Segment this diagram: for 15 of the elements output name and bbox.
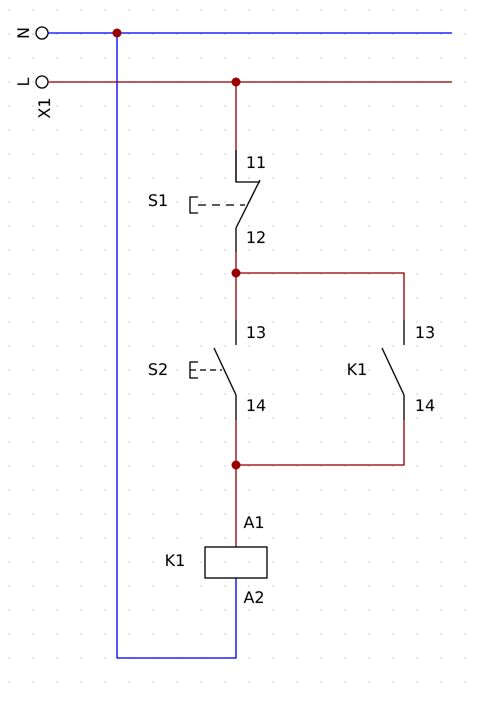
contact-number: 12 — [246, 230, 266, 246]
contact-number: 11 — [246, 155, 266, 171]
contact-number: 13 — [414, 325, 436, 341]
component-label: S1 — [148, 193, 168, 209]
component-label: K1 — [346, 362, 368, 378]
coil-terminal-label: A2 — [243, 590, 265, 606]
contact-number: 14 — [246, 398, 266, 414]
terminal-label: X1 — [37, 97, 53, 119]
component-label: S2 — [148, 362, 168, 378]
coil-terminal-label: A1 — [243, 515, 265, 531]
terminal-label: L — [16, 78, 32, 86]
contact-number: 13 — [246, 325, 266, 341]
contact-number: 14 — [414, 398, 436, 414]
terminal-label: N — [16, 27, 32, 39]
component-label: K1 — [164, 553, 186, 569]
